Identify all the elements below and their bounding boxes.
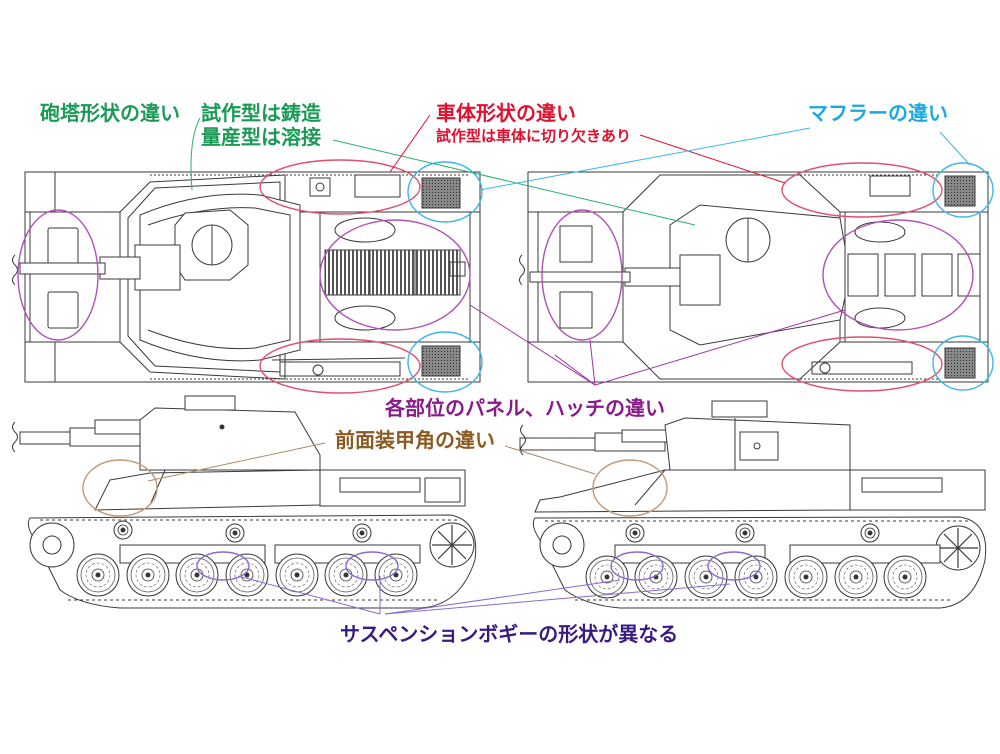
front-armor-callout-production: [592, 459, 668, 517]
muffler-label: マフラーの違い: [808, 101, 948, 125]
turret-note-production: 量産型は溶接: [201, 125, 321, 149]
hull-callout-bottom-production: [781, 336, 943, 392]
panel-leader-1: [469, 304, 596, 386]
hull-callout-top-production: [781, 162, 943, 218]
panels-hatches-label: 各部位のパネル、ハッチの違い: [385, 396, 665, 420]
suspension-bogie-label: サスペンションボギーの形状が異なる: [340, 622, 679, 646]
bogie-leader-3: [384, 579, 621, 615]
bogie-callout-1-production: [610, 551, 664, 581]
hull-callout-top-prototype: [259, 159, 421, 215]
front-armor-leader-1: [147, 442, 326, 482]
panel-leader-4: [554, 354, 596, 386]
panel-callout-deck-prototype: [319, 219, 471, 331]
turret-leader-2: [332, 139, 696, 226]
front-armor-leader-2: [504, 445, 596, 475]
muffler-leader-1: [479, 127, 811, 191]
production-top-view: [519, 171, 989, 383]
panel-leader-2: [589, 339, 596, 386]
prototype-top-view: [12, 171, 481, 383]
hull-shape-label: 車体形状の違い: [436, 101, 576, 125]
muffler-callout-top-production: [932, 162, 994, 218]
panel-callout-front-production: [541, 209, 623, 341]
panel-callout-front-prototype: [17, 209, 99, 341]
hull-leader-1: [389, 114, 431, 173]
front-armor-angle-label: 前面装甲角の違い: [335, 428, 495, 452]
bogie-callout-2-prototype: [345, 551, 399, 581]
turret-note-prototype: 試作型は鋳造: [201, 101, 321, 125]
bogie-callout-1-prototype: [196, 551, 250, 581]
callout-ellipses: [17, 159, 994, 581]
turret-leader-1: [190, 117, 201, 191]
front-armor-callout-prototype: [82, 459, 158, 517]
hull-leader-2: [639, 134, 786, 184]
panel-leader-3: [594, 309, 846, 386]
bogie-callout-2-production: [707, 551, 761, 581]
leader-lines: [147, 114, 971, 615]
muffler-callout-top-prototype: [407, 161, 483, 223]
turret-shape-label: 砲塔形状の違い: [40, 101, 180, 125]
bogie-leader-4: [384, 583, 731, 615]
production-side-view: [519, 400, 987, 609]
bogie-leader-1: [237, 575, 381, 615]
prototype-side-view: [12, 395, 477, 609]
muffler-callout-bottom-prototype: [407, 331, 483, 393]
muffler-callout-bottom-production: [932, 335, 994, 391]
muffler-leader-2: [939, 131, 971, 166]
panel-callout-deck-production: [822, 219, 974, 331]
hull-note-label: 試作型は車体に切り欠きあり: [436, 127, 632, 145]
hull-callout-bottom-prototype: [259, 338, 421, 394]
